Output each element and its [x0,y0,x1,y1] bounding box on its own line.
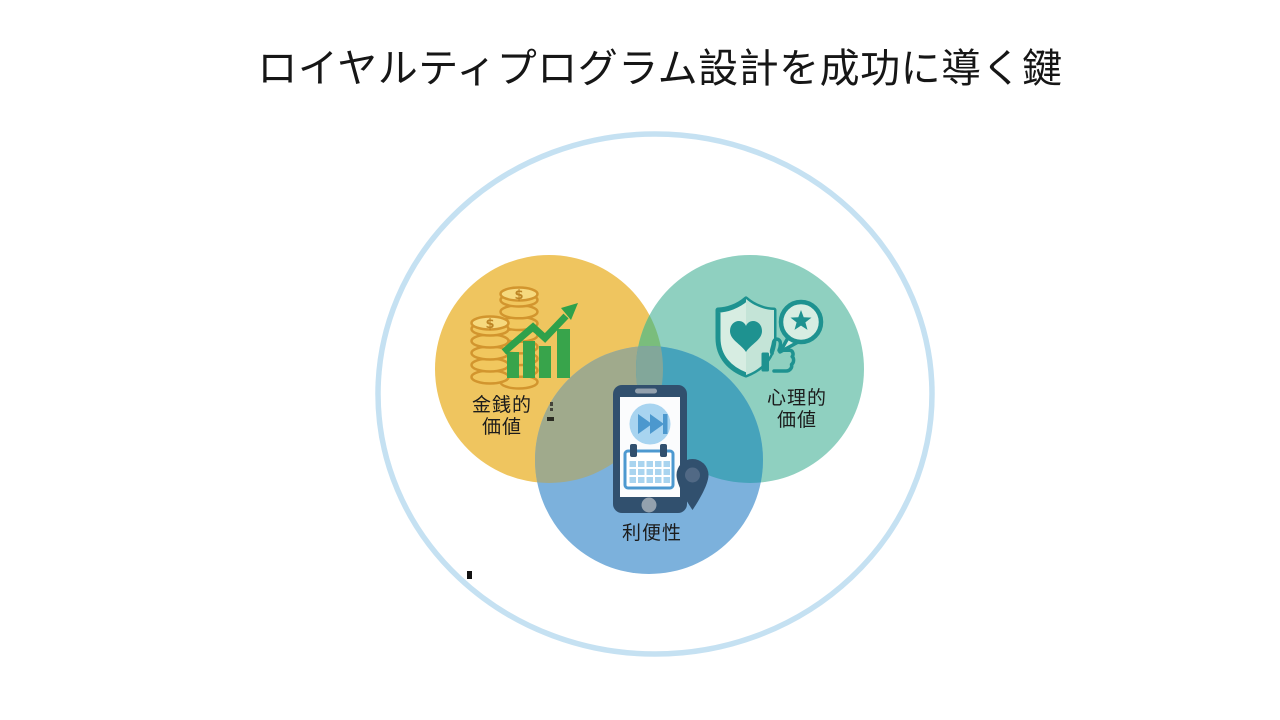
stray-mark [550,408,553,411]
stray-mark [467,571,472,579]
label-monetary-value: 金銭的 価値 [442,395,562,439]
stray-mark [547,417,554,421]
growth-arrow-icon [501,303,578,355]
shield-heart-icon [715,296,777,378]
phone-home-button [641,497,657,513]
stray-mark [550,402,553,406]
coins-growth-chart-icon: $ $ [470,286,578,390]
convenience-icon [613,385,709,513]
label-line: 利便性 [621,523,682,544]
thumbs-up-icon [761,337,796,373]
phone-speaker [635,388,657,394]
calendar-icon [623,444,675,490]
coin-stack-short: $ [470,315,510,385]
svg-text:$: $ [485,317,494,332]
slide-title: ロイヤルティプログラム設計を成功に導く鍵 [257,47,1063,91]
fast-forward-icon [629,403,671,445]
label-line: 価値 [481,417,522,438]
svg-text:$: $ [514,288,523,303]
label-convenience: 利便性 [592,523,712,545]
bar-chart-icon [507,329,570,378]
label-line: 金銭的 [471,395,532,416]
location-pin-icon [676,459,709,510]
psychological-value-icon [715,296,824,378]
label-line: 心理的 [766,388,827,409]
outer-ring [375,131,935,657]
label-psychological-value: 心理的 価値 [737,388,857,432]
label-line: 価値 [776,410,817,431]
speech-bubble-star-icon [778,299,824,354]
